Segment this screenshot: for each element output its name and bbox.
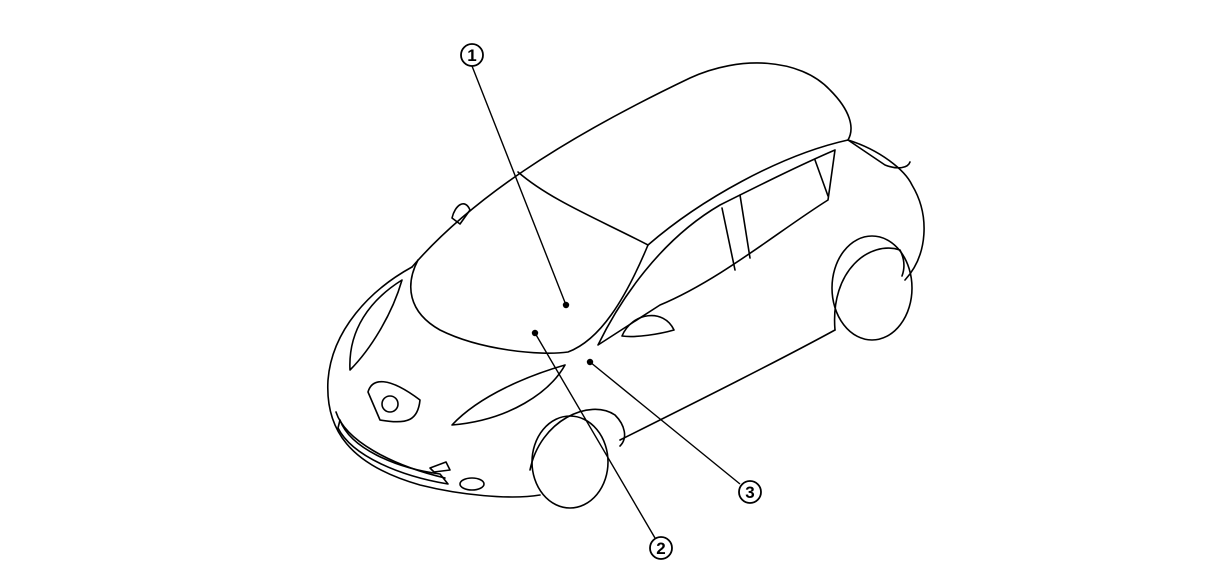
- callout-leaders: [471, 65, 741, 539]
- side-mirror: [621, 314, 675, 338]
- leader-line-2: [534, 332, 656, 539]
- front-grille-slot: [337, 419, 449, 485]
- rear-wheel-arch: [833, 247, 905, 331]
- callout-2: 2: [649, 536, 673, 560]
- callout-1-number: 1: [467, 46, 476, 65]
- callout-1-circle: [460, 43, 484, 67]
- front-wheel-arch: [529, 408, 626, 471]
- rear-wheel: [831, 235, 913, 341]
- charge-port-lid: [367, 380, 421, 423]
- left-headlamp: [349, 279, 403, 371]
- front-fascia: [327, 266, 541, 498]
- car-illustration: [327, 62, 925, 509]
- leader-line-1: [471, 65, 567, 306]
- side-rocker: [619, 329, 836, 441]
- callout-1: 1: [460, 43, 484, 67]
- rear-spoiler: [847, 139, 911, 169]
- callout-2-number: 2: [656, 539, 665, 558]
- right-headlamp: [451, 364, 566, 426]
- roof-rear-edge: [647, 139, 849, 246]
- leader-dot-3: [586, 358, 594, 366]
- fog-lamp: [459, 477, 485, 491]
- callout-3-circle: [738, 480, 762, 504]
- callout-3: 3: [738, 480, 762, 504]
- leader-line-3: [589, 361, 741, 485]
- hood-outline: [410, 244, 649, 354]
- roof-outline: [411, 62, 852, 268]
- callout-3-number: 3: [745, 483, 754, 502]
- emblem: [381, 395, 399, 413]
- callout-2-circle: [649, 536, 673, 560]
- window-c-pillar: [739, 194, 751, 259]
- window-b-pillar: [721, 207, 736, 271]
- window-rear-pillar: [814, 159, 829, 197]
- side-window-frame: [597, 149, 836, 346]
- front-wheel: [531, 415, 609, 509]
- rear-quarter: [847, 139, 925, 281]
- windshield-top: [517, 171, 649, 246]
- leader-dot-1: [562, 301, 570, 309]
- bumper-vent: [429, 461, 451, 473]
- left-mirror: [451, 203, 471, 225]
- leader-dot-2: [531, 329, 539, 337]
